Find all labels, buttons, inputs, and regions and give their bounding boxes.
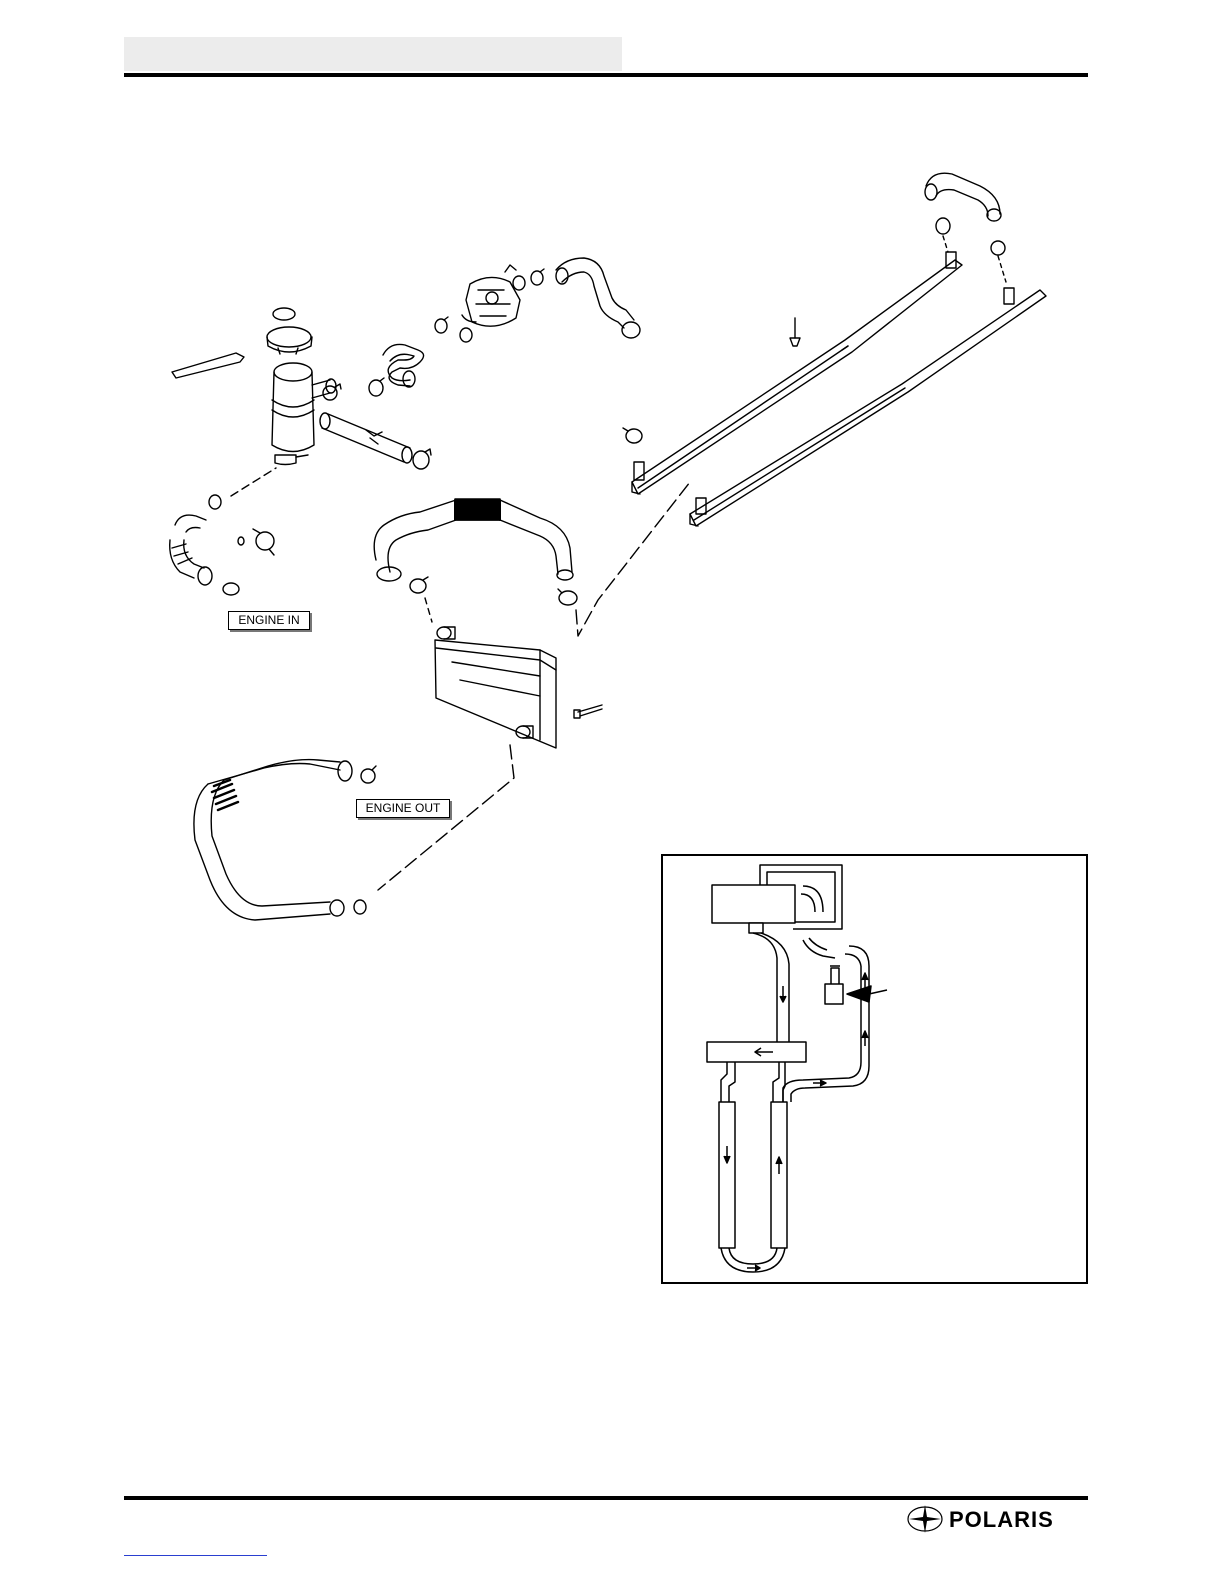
pump-outlet-hose	[556, 258, 640, 338]
engine-block	[712, 885, 795, 923]
engine-out-label: ENGINE OUT	[356, 799, 450, 818]
hose-clamp	[460, 328, 472, 342]
hose-clamp	[558, 589, 577, 605]
cooler-rail-right	[771, 1102, 787, 1248]
hose-clamp	[435, 317, 448, 333]
o-ring	[273, 308, 295, 320]
engine-out-hose	[194, 760, 352, 920]
bleed-screw	[238, 537, 244, 545]
water-pump-housing	[462, 265, 525, 326]
spring-clamp	[253, 529, 274, 555]
rail-crossover-hose	[925, 173, 1001, 221]
hose-clamp	[369, 378, 384, 396]
leader-line	[943, 236, 948, 252]
hose-clamp	[223, 583, 239, 595]
leader-line	[231, 468, 276, 496]
brand-logo: POLARIS	[905, 1502, 1085, 1536]
leader-line	[425, 598, 432, 622]
footer-rule	[124, 1496, 1088, 1500]
engine-in-hose	[170, 515, 212, 585]
leader-line	[576, 482, 690, 636]
hose-clamp	[403, 371, 415, 387]
hose-clamp	[361, 766, 376, 783]
hose-clamp	[413, 449, 431, 469]
flow-diagram-svg	[663, 856, 1086, 1282]
bypass-hose	[320, 413, 412, 463]
bolt	[574, 705, 602, 718]
coolant-flow-schematic	[661, 854, 1088, 1284]
heat-exchanger-hose	[374, 499, 573, 581]
hose-clamp	[623, 428, 642, 443]
cooler-rail-left	[719, 1102, 735, 1248]
heat-exchanger	[435, 627, 556, 748]
water-pump	[825, 984, 843, 1004]
leader-line	[998, 256, 1006, 282]
hose-clamp	[354, 900, 366, 914]
cooler-rail-upper	[632, 252, 962, 494]
hose-clamp	[936, 218, 950, 234]
hex-key	[172, 353, 244, 378]
hose-clamp	[209, 495, 221, 509]
engine-in-label: ENGINE IN	[228, 611, 310, 630]
brand-name: POLARIS	[949, 1507, 1054, 1533]
hose-clamp	[991, 241, 1005, 255]
hose-clamp	[531, 269, 544, 285]
compass-star-icon	[905, 1502, 945, 1536]
radiator-cap	[267, 327, 312, 354]
hose-clamp	[410, 577, 428, 593]
pointer-arrow	[847, 986, 887, 1002]
footer-link-underline[interactable]	[124, 1555, 267, 1556]
rail-bolt	[790, 318, 800, 346]
